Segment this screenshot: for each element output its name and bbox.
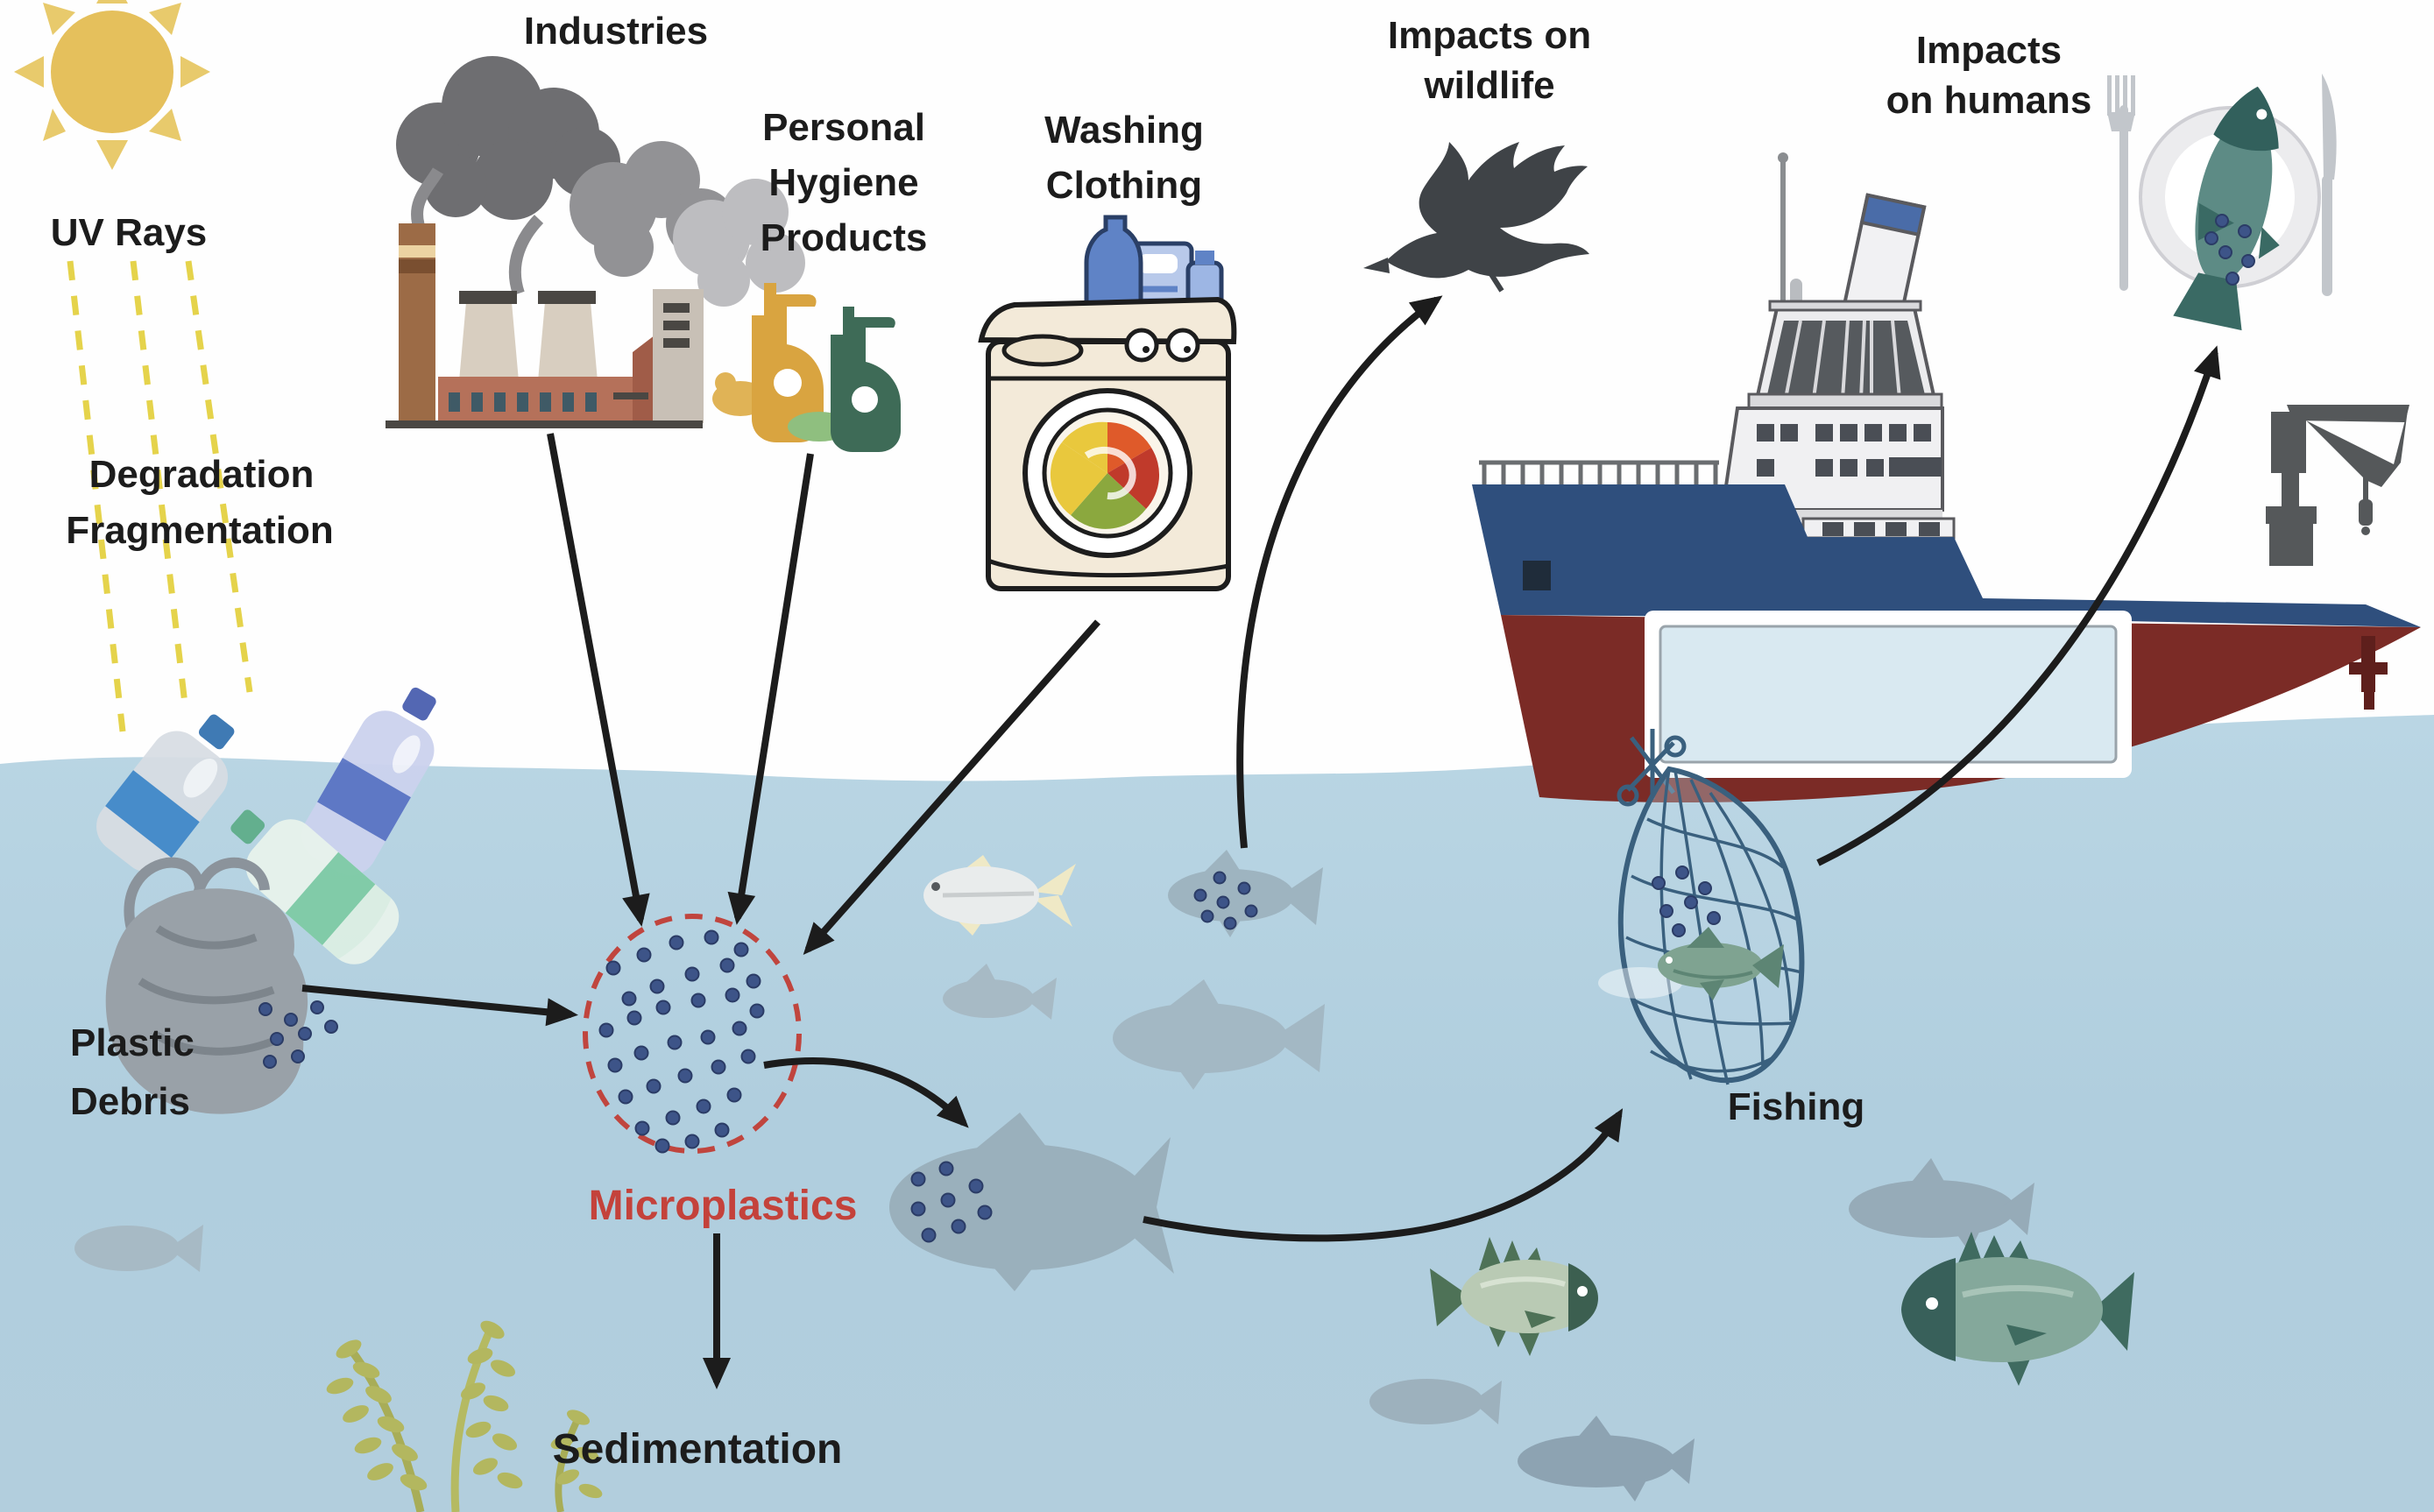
arrow-debris-to-microplastics <box>301 985 578 1027</box>
arrow-hygiene-to-microplastics <box>727 453 814 925</box>
hygiene-label-line2: Hygiene <box>768 161 918 204</box>
wildlife-label-line1: Impacts on <box>1388 14 1591 57</box>
fork-icon <box>2107 75 2135 291</box>
ship-hull-blue <box>1472 484 2421 627</box>
fish-silhouette <box>74 1225 203 1272</box>
plate-with-fish-icon <box>2139 86 2321 331</box>
ship-windows <box>1757 424 1942 477</box>
arrow-industries-to-microplastics <box>547 433 650 927</box>
fishing-ship-icon <box>1472 152 2421 803</box>
degradation-label-line2: Fragmentation <box>66 509 334 552</box>
plastic-debris-label-line1: Plastic <box>70 1021 195 1064</box>
flow-arrows <box>301 295 2221 1389</box>
fish-with-microplastics-icon <box>1168 850 1323 937</box>
ship-funnel <box>1842 193 1927 321</box>
microplastics-in-net <box>1652 866 1721 937</box>
arrow-washing-to-microplastics <box>803 619 1100 955</box>
fish-silhouette <box>1849 1158 2034 1253</box>
fish-in-net-icon <box>1658 927 1784 1000</box>
ocean-water <box>0 715 2434 1512</box>
ship-rudder <box>2349 636 2388 710</box>
hygiene-label-line3: Products <box>761 216 928 259</box>
net-mesh <box>1625 768 1802 1085</box>
sun-icon <box>14 0 210 170</box>
microplastics-cluster <box>598 929 765 1154</box>
industries-label: Industries <box>524 10 708 53</box>
fish-white-icon <box>923 855 1076 936</box>
fish-silhouette <box>1518 1416 1695 1501</box>
microplastics-label: Microplastics <box>589 1183 858 1229</box>
fish-green-bass-icon <box>1430 1237 1598 1356</box>
wildlife-label-line2: wildlife <box>1423 64 1554 107</box>
knife-icon <box>2322 74 2337 296</box>
factory-icon <box>386 56 805 428</box>
plastic-debris-label-line2: Debris <box>70 1080 190 1123</box>
fish-silhouette <box>1369 1379 1502 1424</box>
washing-label-line1: Washing <box>1044 109 1204 152</box>
bird-icon <box>1363 142 1589 293</box>
seaweed-icon <box>326 1320 603 1512</box>
plastic-debris-group <box>96 687 436 1114</box>
washing-label-line2: Clothing <box>1046 164 1202 207</box>
plastic-bottle-icon <box>301 687 436 875</box>
arrow-net-to-plate <box>1816 345 2221 866</box>
arrow-fish-to-net <box>1143 1108 1624 1242</box>
ship-railing <box>1479 460 1719 485</box>
fish-silhouette <box>943 964 1057 1020</box>
uv-rays-dashed-lines <box>67 260 253 732</box>
sedimentation-label: Sedimentation <box>553 1426 843 1473</box>
degradation-label-line1: Degradation <box>89 453 315 496</box>
plastic-bag-icon <box>105 857 308 1114</box>
fishing-net-icon <box>1598 729 1805 1085</box>
fish-teal-large-icon <box>1901 1232 2134 1386</box>
crane-icon <box>2266 405 2409 566</box>
uv-rays-label: UV Rays <box>51 211 208 254</box>
humans-label-line2: on humans <box>1886 79 2092 122</box>
plastic-bottle-icon <box>230 809 400 964</box>
hygiene-label-line1: Personal <box>762 106 925 149</box>
fishing-label: Fishing <box>1728 1085 1864 1128</box>
plastic-bottle-icon <box>96 714 235 873</box>
fish-large-with-microplastics-icon <box>889 1113 1174 1291</box>
washing-machine-icon <box>978 215 1237 591</box>
arrow-fish-to-bird <box>1236 295 1443 849</box>
humans-label-line1: Impacts <box>1916 29 2062 72</box>
microplastics-from-bag <box>258 1000 338 1069</box>
hygiene-bottles-icon <box>712 283 901 452</box>
arrow-microplastics-to-fish <box>763 1057 969 1128</box>
microplastics-dashed-circle <box>583 914 802 1154</box>
fish-silhouette <box>1113 979 1325 1090</box>
